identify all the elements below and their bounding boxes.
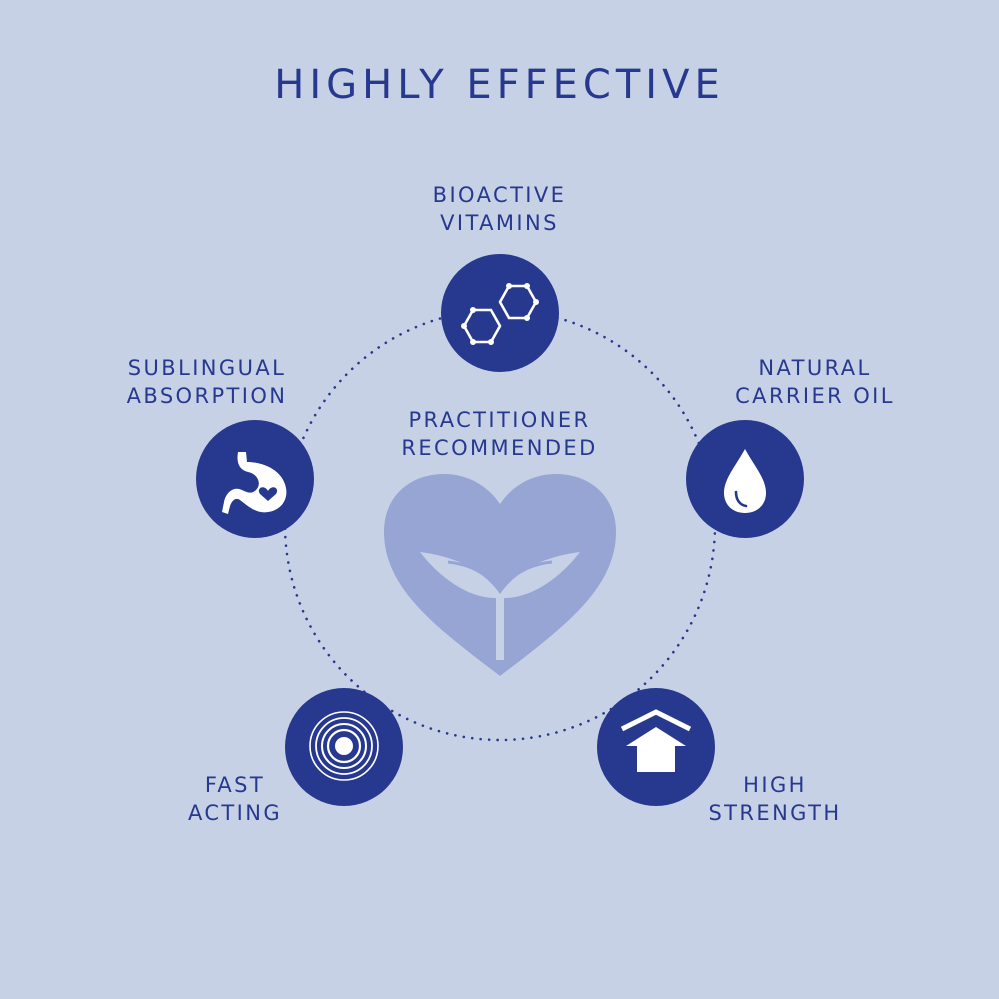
label-natural-carrier-oil: NATURAL CARRIER OIL (735, 356, 895, 408)
node-high-strength (597, 688, 715, 806)
stomach-heart-icon (222, 452, 287, 514)
label-bioactive-vitamins: BIOACTIVE VITAMINS (432, 183, 567, 235)
node-bioactive-vitamins (441, 254, 559, 372)
node-sublingual-absorption (196, 420, 314, 538)
label-sublingual-absorption: SUBLINGUAL ABSORPTION (126, 356, 288, 408)
droplet-icon (724, 449, 766, 513)
label-high-strength: HIGH STRENGTH (708, 773, 842, 825)
concentric-circles-icon (309, 711, 379, 781)
heart-sprout-icon (384, 474, 616, 676)
node-natural-carrier-oil (686, 420, 804, 538)
house-icon (620, 709, 692, 772)
label-practitioner-recommended: PRACTITIONER RECOMMENDED (401, 408, 598, 460)
page-title: HIGHLY EFFECTIVE (274, 62, 725, 108)
molecule-icon (461, 283, 539, 345)
label-fast-acting: FAST ACTING (187, 773, 283, 825)
node-fast-acting (285, 688, 403, 806)
